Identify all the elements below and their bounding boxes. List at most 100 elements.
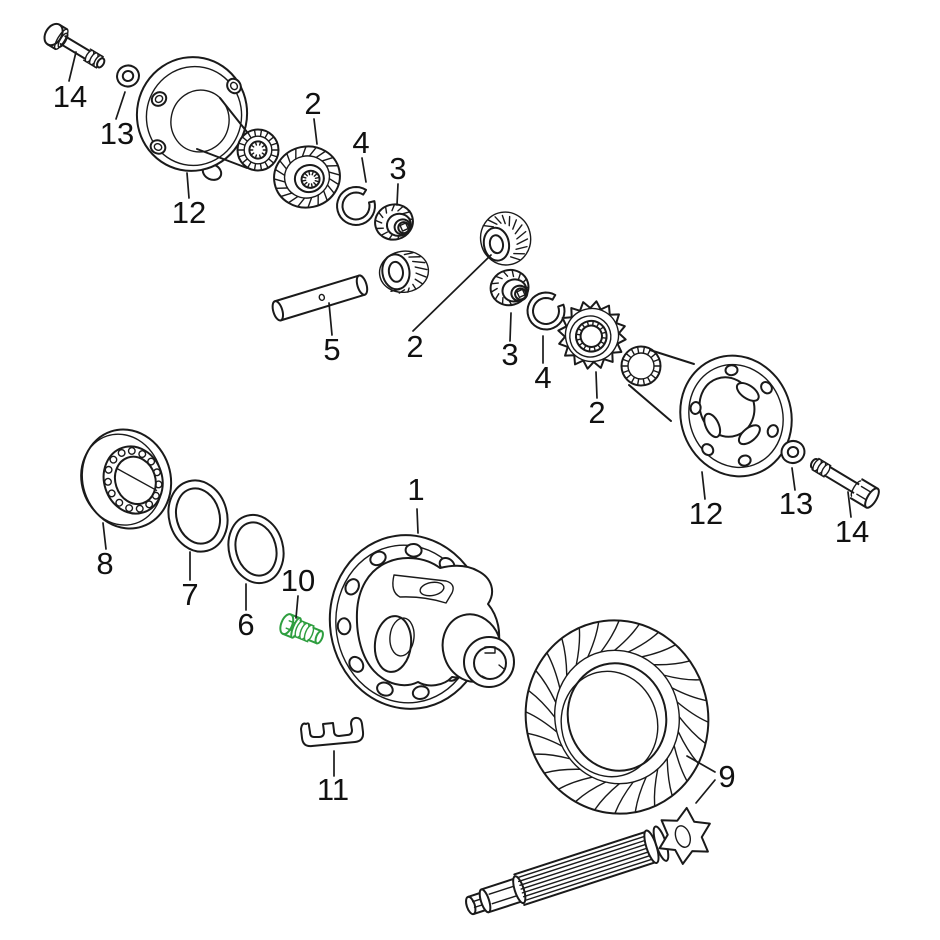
callout-2-top[interactable]: 2 [304, 86, 322, 145]
detail-stroke [121, 69, 135, 83]
callout-12-left[interactable]: 12 [172, 172, 206, 230]
detail-stroke [53, 28, 69, 50]
callout-label[interactable]: 3 [389, 151, 406, 186]
callout-5[interactable]: 5 [323, 302, 341, 367]
callout-4-right[interactable]: 4 [534, 335, 552, 395]
callout-label[interactable]: 11 [317, 772, 349, 807]
callout-label[interactable]: 14 [835, 514, 869, 549]
leader-line [396, 183, 399, 206]
callout-12-right[interactable]: 12 [689, 471, 723, 531]
callout-4-left[interactable]: 4 [352, 125, 370, 183]
callout-label[interactable]: 5 [323, 332, 340, 367]
detail-stroke [415, 272, 427, 278]
callout-14-right[interactable]: 14 [835, 491, 869, 549]
callout-label[interactable]: 12 [689, 496, 723, 531]
part-bevel-gear-right [479, 211, 532, 266]
callout-2-middle[interactable]: 2 [406, 254, 492, 364]
detail-stroke [402, 211, 411, 215]
callout-label[interactable]: 7 [181, 577, 198, 612]
callout-3-left[interactable]: 3 [389, 151, 407, 206]
callout-13-left[interactable]: 13 [100, 91, 134, 151]
callout-2-right[interactable]: 2 [588, 371, 606, 430]
detail-stroke [303, 624, 315, 642]
detail-stroke [268, 158, 275, 164]
detail-stroke [264, 161, 269, 169]
callout-label[interactable]: 14 [53, 79, 87, 114]
callout-label[interactable]: 13 [779, 486, 813, 521]
detail-stroke [481, 675, 489, 680]
callout-label[interactable]: 2 [588, 395, 605, 430]
detail-stroke [673, 745, 688, 781]
callout-3-right[interactable]: 3 [501, 312, 519, 372]
callout-13-right[interactable]: 13 [779, 467, 813, 521]
detail-stroke [514, 224, 523, 235]
detail-stroke [243, 135, 273, 165]
detail-stroke [479, 211, 532, 266]
part-bevel-gear-middle [378, 250, 430, 294]
callout-10[interactable]: 10 [281, 563, 315, 619]
callout-label[interactable]: 13 [100, 116, 134, 151]
callout-1[interactable]: 1 [407, 472, 425, 534]
detail-stroke [622, 369, 630, 374]
detail-stroke [482, 224, 495, 228]
detail-stroke [271, 300, 285, 322]
callout-label[interactable]: 6 [237, 607, 254, 642]
detail-stroke [560, 670, 659, 778]
detail-stroke [625, 373, 632, 380]
detail-stroke [336, 186, 376, 226]
callout-label[interactable]: 1 [407, 472, 424, 507]
detail-stroke [513, 830, 648, 876]
leader-line [847, 491, 852, 518]
callout-label[interactable]: 9 [718, 759, 735, 794]
detail-stroke [384, 206, 388, 214]
detail-stroke [735, 381, 760, 402]
callout-8[interactable]: 8 [96, 522, 114, 581]
detail-stroke [288, 196, 299, 204]
part-screw-highlighted[interactable] [278, 612, 326, 648]
detail-stroke [511, 269, 515, 278]
detail-stroke [650, 352, 657, 359]
detail-stroke [323, 190, 328, 201]
detail-stroke [501, 296, 504, 305]
detail-stroke [515, 245, 528, 250]
callout-11[interactable]: 11 [317, 750, 349, 807]
callout-label[interactable]: 2 [406, 329, 423, 364]
detail-stroke [491, 894, 518, 905]
detail-stroke [250, 152, 255, 156]
detail-stroke [519, 842, 650, 886]
detail-stroke [553, 649, 681, 785]
detail-stroke [412, 260, 426, 264]
detail-stroke [326, 165, 339, 167]
detail-stroke [674, 825, 692, 848]
detail-stroke [701, 443, 715, 457]
detail-stroke [307, 183, 310, 188]
detail-stroke [283, 155, 331, 199]
callout-label[interactable]: 3 [501, 337, 518, 372]
callout-label[interactable]: 10 [281, 563, 315, 598]
callout-6[interactable]: 6 [237, 583, 255, 642]
detail-stroke [314, 630, 324, 645]
detail-stroke [419, 581, 445, 597]
detail-stroke [614, 781, 634, 814]
detail-stroke [525, 620, 709, 814]
detail-stroke [473, 646, 507, 680]
callout-label[interactable]: 4 [534, 360, 551, 395]
callout-14-left[interactable]: 14 [53, 51, 87, 114]
detail-stroke [309, 147, 317, 157]
detail-stroke [517, 272, 522, 280]
detail-stroke [286, 153, 291, 164]
leader-line [361, 157, 367, 183]
detail-stroke [397, 205, 404, 212]
callout-9[interactable]: 9 [686, 755, 736, 804]
callout-label[interactable]: 8 [96, 546, 113, 581]
detail-stroke [520, 846, 651, 890]
detail-stroke [521, 850, 652, 894]
detail-stroke [307, 197, 313, 208]
callout-label[interactable]: 12 [172, 195, 206, 230]
detail-stroke [238, 142, 246, 146]
detail-stroke [273, 178, 286, 183]
callout-label[interactable]: 4 [352, 125, 369, 160]
callout-7[interactable]: 7 [181, 551, 199, 612]
callout-label[interactable]: 2 [304, 86, 321, 121]
